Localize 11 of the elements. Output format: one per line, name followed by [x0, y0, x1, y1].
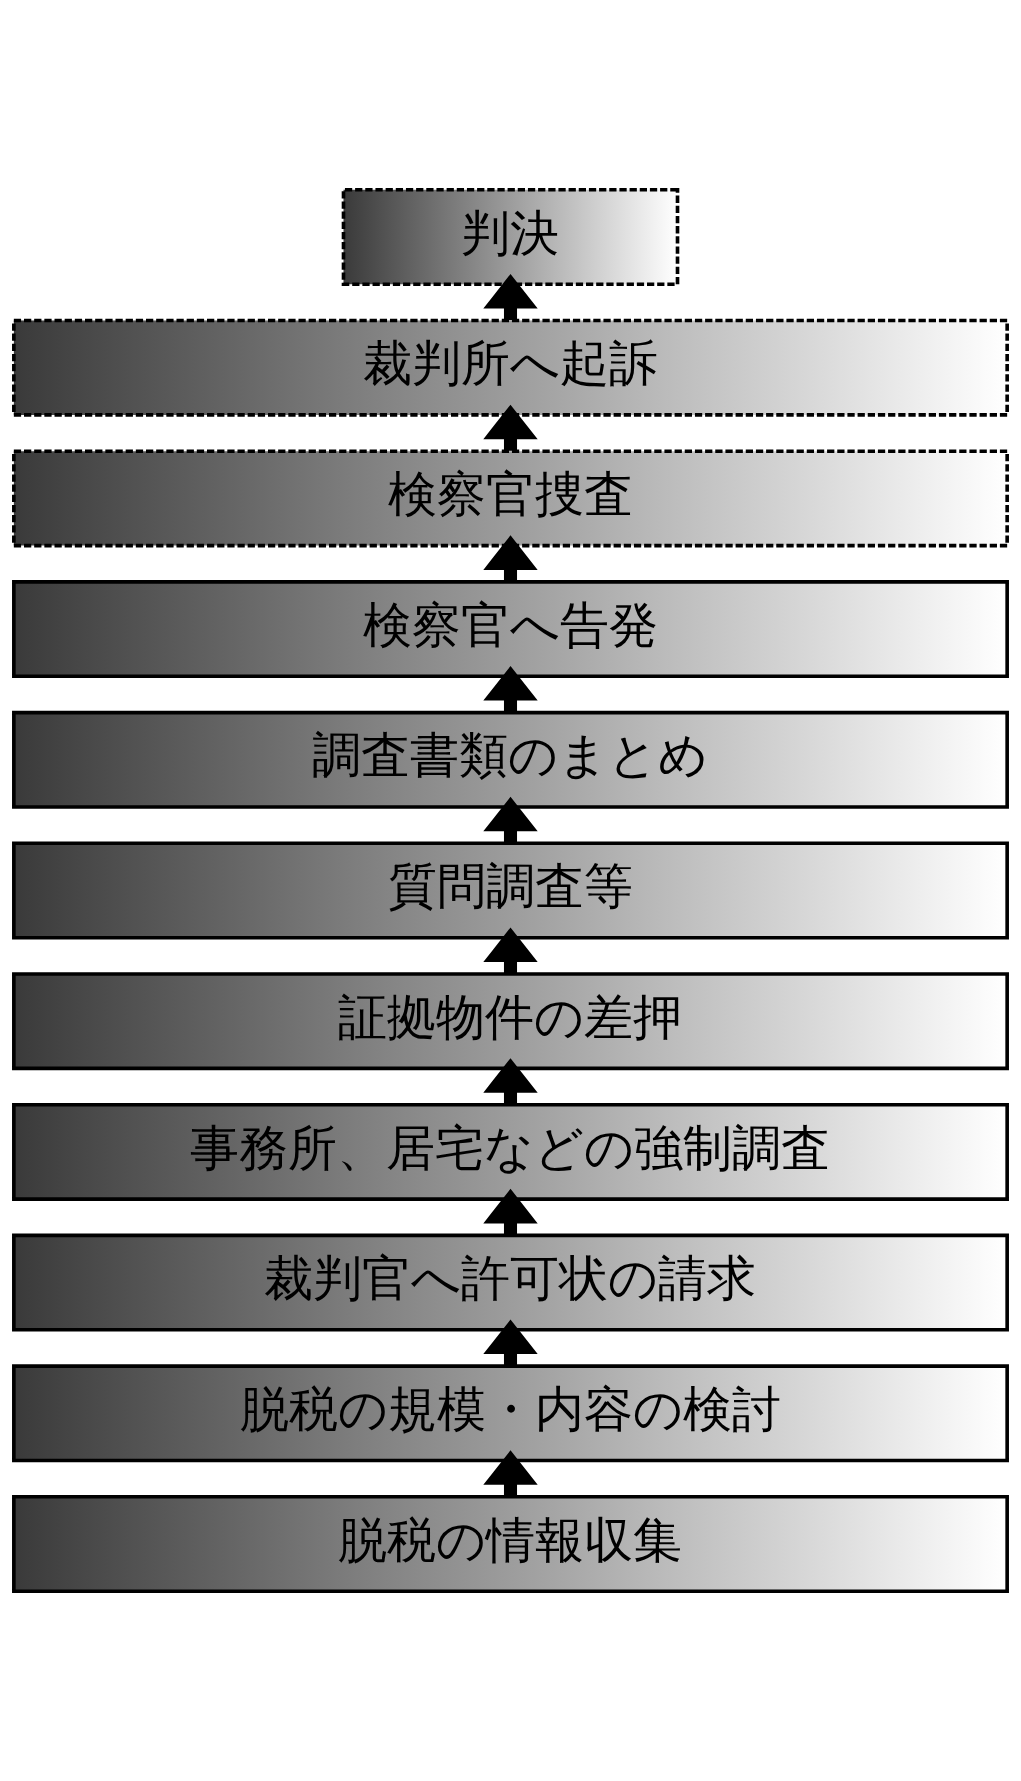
node-box: 事務所、居宅などの強制調査	[12, 1102, 1009, 1201]
node-box: 調査書類のまとめ	[12, 710, 1009, 809]
node-box: 検察官捜査	[12, 449, 1009, 548]
node-box: 判決	[341, 188, 680, 286]
node-box: 脱税の情報収集	[12, 1495, 1009, 1593]
node-box: 質問調査等	[12, 841, 1009, 940]
node-box: 検察官へ告発	[12, 580, 1009, 679]
node-box: 裁判官へ許可状の請求	[12, 1233, 1009, 1332]
node-box: 脱税の規模・内容の検討	[12, 1364, 1009, 1463]
node-box: 証拠物件の差押	[12, 972, 1009, 1071]
node-box: 裁判所へ起訴	[12, 318, 1009, 417]
